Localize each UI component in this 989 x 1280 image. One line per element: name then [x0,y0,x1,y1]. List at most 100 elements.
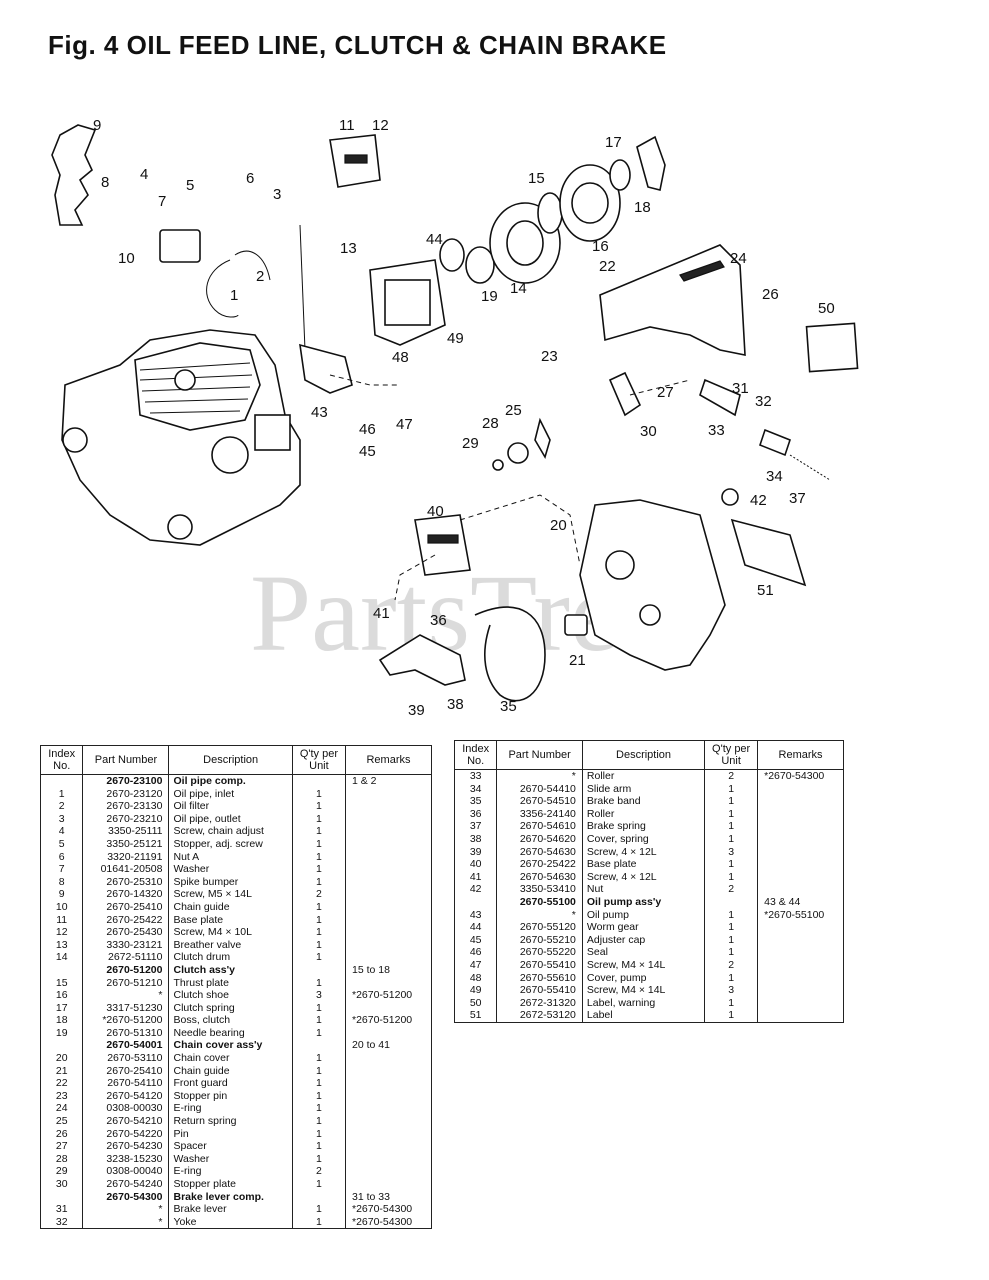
part-number-cell: 2670-25410 [82,1064,170,1078]
qty-cell: 1 [704,795,759,808]
qty-cell: 2 [704,769,759,783]
header-part-number: Part Number [82,745,170,775]
header-description: Description [168,745,293,775]
remarks-cell [344,888,433,901]
exploded-parts-diagram: PartsTree [51,117,859,719]
description-cell: Screw, chain adjust [168,825,293,838]
description-cell: Oil pump ass'y [581,895,706,909]
description-cell: Label, warning [581,996,706,1010]
description-cell: Clutch drum [168,951,293,964]
part-number-cell: 2670-51200 [82,963,170,977]
part-number-cell: 2670-23130 [82,800,170,813]
qty-cell: 3 [291,989,346,1002]
part-number-cell: 2670-23210 [82,812,170,826]
qty-cell: 1 [704,971,759,985]
index-cell [39,1039,84,1053]
qty-cell: 1 [291,1102,346,1116]
callout-25: 25 [505,402,522,419]
qty-cell: 1 [291,913,346,927]
part-number-cell: 2670-25410 [82,900,170,914]
index-cell [39,963,84,977]
brake-lever-drawing [492,371,831,506]
clutch-drawing [439,135,666,284]
callout-48: 48 [392,349,409,366]
qty-cell: 2 [291,888,346,901]
part-number-cell: 2670-53110 [82,1052,170,1065]
index-cell: 35 [453,795,498,808]
pump-cover-drawing [369,259,446,346]
remarks-cell [344,1102,433,1116]
description-cell: Screw, M4 × 14L [581,984,706,997]
remarks-cell [344,837,433,851]
qty-cell: 1 [704,832,759,846]
callout-40: 40 [427,503,444,520]
qty-cell [291,963,346,977]
remarks-cell [757,820,844,833]
part-number-cell: 2670-54210 [82,1115,170,1128]
description-cell: Yoke [168,1215,293,1230]
callout-20: 20 [550,517,567,534]
index-cell [453,895,498,909]
callout-4: 4 [140,166,148,183]
callout-22: 22 [599,258,616,275]
description-cell: Thrust plate [168,976,293,990]
description-cell: Label [581,1009,706,1023]
description-cell: Oil pipe comp. [168,774,293,788]
remarks-cell [344,1140,433,1153]
remarks-cell [344,1001,433,1015]
qty-cell: 1 [291,1064,346,1078]
header-index: Index No. [39,745,84,775]
remarks-cell [344,1178,433,1191]
part-number-cell: 2672-51110 [82,951,170,964]
callout-2: 2 [256,268,264,285]
part-number-cell: 2670-54001 [82,1039,170,1053]
index-cell: 24 [39,1102,84,1116]
part-number-cell: 2670-54120 [82,1089,170,1103]
part-number-cell: * [496,908,583,922]
index-cell: 40 [453,858,498,871]
header-remarks: Remarks [344,745,433,775]
callout-28: 28 [482,415,499,432]
header-qty: Q'ty per Unit [704,740,759,770]
description-cell: Oil pipe, outlet [168,812,293,826]
remarks-cell [344,913,433,927]
callout-37: 37 [789,490,806,507]
description-cell: Screw, M4 × 10L [168,926,293,939]
description-cell: Seal [581,946,706,959]
callout-18: 18 [634,199,651,216]
part-number-cell: 2670-25422 [82,913,170,927]
index-cell: 4 [39,825,84,838]
remarks-cell [344,1026,433,1040]
remarks-cell [344,1089,433,1103]
callout-47: 47 [396,416,413,433]
qty-cell: 2 [704,958,759,972]
part-number-cell: 2670-54220 [82,1127,170,1141]
qty-cell: 3 [704,845,759,859]
brake-band-drawing [474,606,546,702]
description-cell: Adjuster cap [581,933,706,947]
header-description: Description [581,740,706,770]
part-number-cell: * [82,1203,170,1216]
part-number-cell: 2670-55210 [496,933,583,947]
part-number-cell: 3350-25111 [82,825,170,838]
callout-12: 12 [372,117,389,134]
index-cell: 13 [39,938,84,952]
description-cell: Chain guide [168,1064,293,1078]
index-cell: 36 [453,807,498,821]
description-cell: Slide arm [581,782,706,796]
